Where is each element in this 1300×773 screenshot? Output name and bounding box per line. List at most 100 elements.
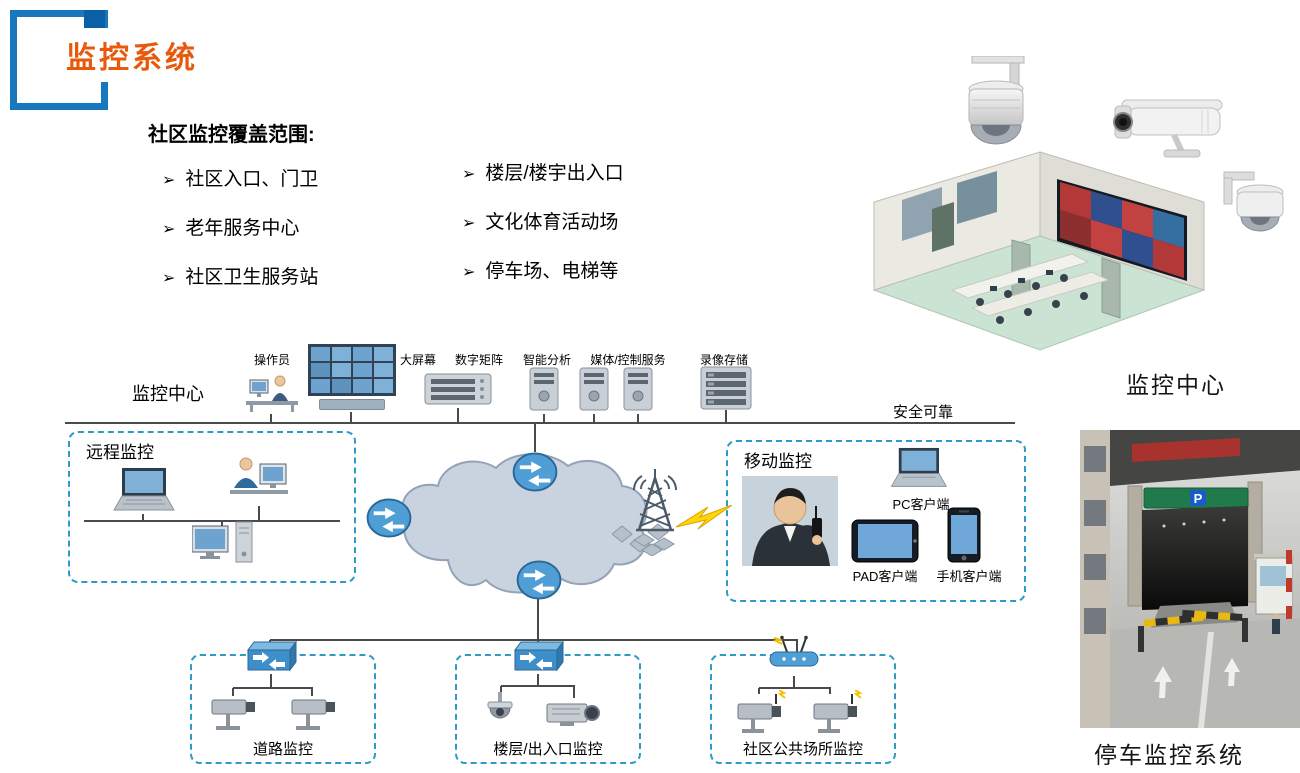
coverage-item: ➢ 楼层/楼宇出入口: [462, 158, 624, 185]
storage-icon: [700, 366, 752, 410]
connector-cloud-down: [537, 598, 539, 640]
lightning-link-icon: [676, 505, 732, 533]
bottom-branch-line: [270, 639, 798, 641]
remote-desktop-icon: [192, 520, 254, 574]
switch-icon: [514, 638, 564, 674]
device-label-operator: 操作员: [253, 353, 290, 367]
coverage-item: ➢ 文化体育活动场: [462, 207, 618, 234]
monitor-center-label: 监控中心: [132, 384, 204, 404]
matrix-rack-icon: [424, 370, 492, 408]
parking-photo: P: [1080, 430, 1300, 728]
parking-caption: 停车监控系统: [1094, 743, 1244, 768]
coverage-item: ➢ 停车场、电梯等: [462, 256, 618, 283]
connector: [501, 685, 575, 687]
arrow-bullet-icon: ➢: [462, 264, 476, 281]
title-frame-square: [84, 10, 105, 31]
connector: [270, 674, 272, 688]
coverage-item-label: 停车场、电梯等: [485, 261, 619, 282]
ptz-dome-camera-photo: [948, 56, 1036, 168]
connector: [232, 688, 234, 696]
router-icon: [512, 452, 558, 492]
small-ptz-camera-photo: [1222, 168, 1290, 250]
coverage-item-label: 社区卫生服务站: [185, 267, 319, 288]
remote-laptop-icon: [108, 466, 178, 516]
phone-client-label: 手机客户端: [936, 569, 1002, 584]
connector: [543, 414, 545, 423]
road-camera-icon: [204, 694, 262, 736]
coverage-item-label: 文化体育活动场: [485, 212, 619, 233]
connector: [270, 414, 272, 423]
arrow-bullet-icon: ➢: [462, 215, 476, 232]
tv-wall-icon: [308, 344, 396, 414]
page-title: 监控系统: [60, 28, 212, 82]
arrow-bullet-icon: ➢: [162, 172, 176, 189]
connector: [829, 688, 831, 694]
connector: [759, 687, 831, 689]
connector: [233, 687, 313, 689]
coverage-item: ➢社区入口、门卫: [162, 164, 318, 191]
operator-icon: [246, 368, 298, 414]
router-icon: [366, 498, 412, 538]
connector: [725, 410, 727, 423]
coverage-item: ➢老年服务中心: [162, 213, 299, 240]
connector: [311, 688, 313, 696]
box-camera-icon: [544, 698, 600, 732]
connector: [796, 640, 798, 652]
mobile-monitoring-box: [726, 440, 1026, 602]
remote-user-workstation-icon: [226, 452, 292, 508]
wireless-camera-icon: [730, 690, 792, 736]
floor-entrance-label: 楼层/出入口监控: [493, 741, 603, 758]
wireless-camera-icon: [806, 690, 868, 736]
road-camera-icon: [284, 694, 342, 736]
parking-p-sign: P: [1194, 491, 1203, 506]
coverage-item-label: 楼层/楼宇出入口: [485, 163, 624, 184]
connector: [500, 686, 502, 694]
wireless-ap-icon: [766, 634, 822, 676]
connector: [593, 414, 595, 423]
connector: [142, 514, 144, 521]
connector: [573, 686, 575, 698]
pc-client-icon: [886, 446, 950, 492]
arrow-bullet-icon: ➢: [462, 166, 476, 183]
connector: [758, 688, 760, 694]
mobile-monitoring-label: 移动监控: [744, 452, 812, 471]
connector: [258, 506, 260, 521]
device-label-media: 媒体/控制服务: [590, 353, 666, 367]
coverage-header: 社区监控覆盖范围:: [148, 124, 315, 146]
connector: [637, 414, 639, 423]
device-label-matrix: 数字矩阵: [454, 353, 503, 367]
connector: [221, 521, 223, 529]
mobile-operator-photo: [742, 476, 838, 566]
device-label-storage: 录像存储: [699, 353, 748, 367]
road-monitoring-label: 道路监控: [252, 741, 313, 758]
analysis-server-icon: [528, 366, 560, 414]
control-room-caption: 监控中心: [1126, 373, 1226, 398]
bus-line: [65, 422, 1015, 424]
pc-client-label: PC客户端: [892, 497, 950, 512]
connector: [457, 408, 459, 423]
bullet-camera-photo: [1110, 92, 1230, 164]
device-label-bigscreen: 大屏幕: [399, 353, 436, 367]
media-server-icon: [578, 366, 610, 414]
radio-tower-icon: [628, 468, 682, 556]
remote-monitoring-label: 远程监控: [86, 443, 154, 462]
phone-client-icon: [946, 506, 982, 564]
arrow-bullet-icon: ➢: [162, 270, 176, 287]
remote-lan-line: [84, 520, 340, 522]
connector: [350, 412, 352, 423]
device-label-analysis: 智能分析: [522, 353, 571, 367]
router-icon: [516, 560, 562, 600]
remote-monitoring-box: [68, 431, 356, 583]
connector: [793, 676, 795, 688]
dome-camera-icon: [480, 692, 520, 738]
connector-bus-cloud: [534, 424, 536, 452]
coverage-item: ➢ 社区卫生服务站: [162, 262, 318, 289]
pad-client-icon: [850, 518, 920, 564]
control-room-photo: [862, 140, 1212, 372]
pad-client-label: PAD客户端: [852, 569, 918, 584]
secure-label: 安全可靠: [893, 404, 954, 421]
connector: [537, 674, 539, 686]
control-server-icon: [622, 366, 654, 414]
public-places-label: 社区公共场所监控: [742, 741, 863, 758]
